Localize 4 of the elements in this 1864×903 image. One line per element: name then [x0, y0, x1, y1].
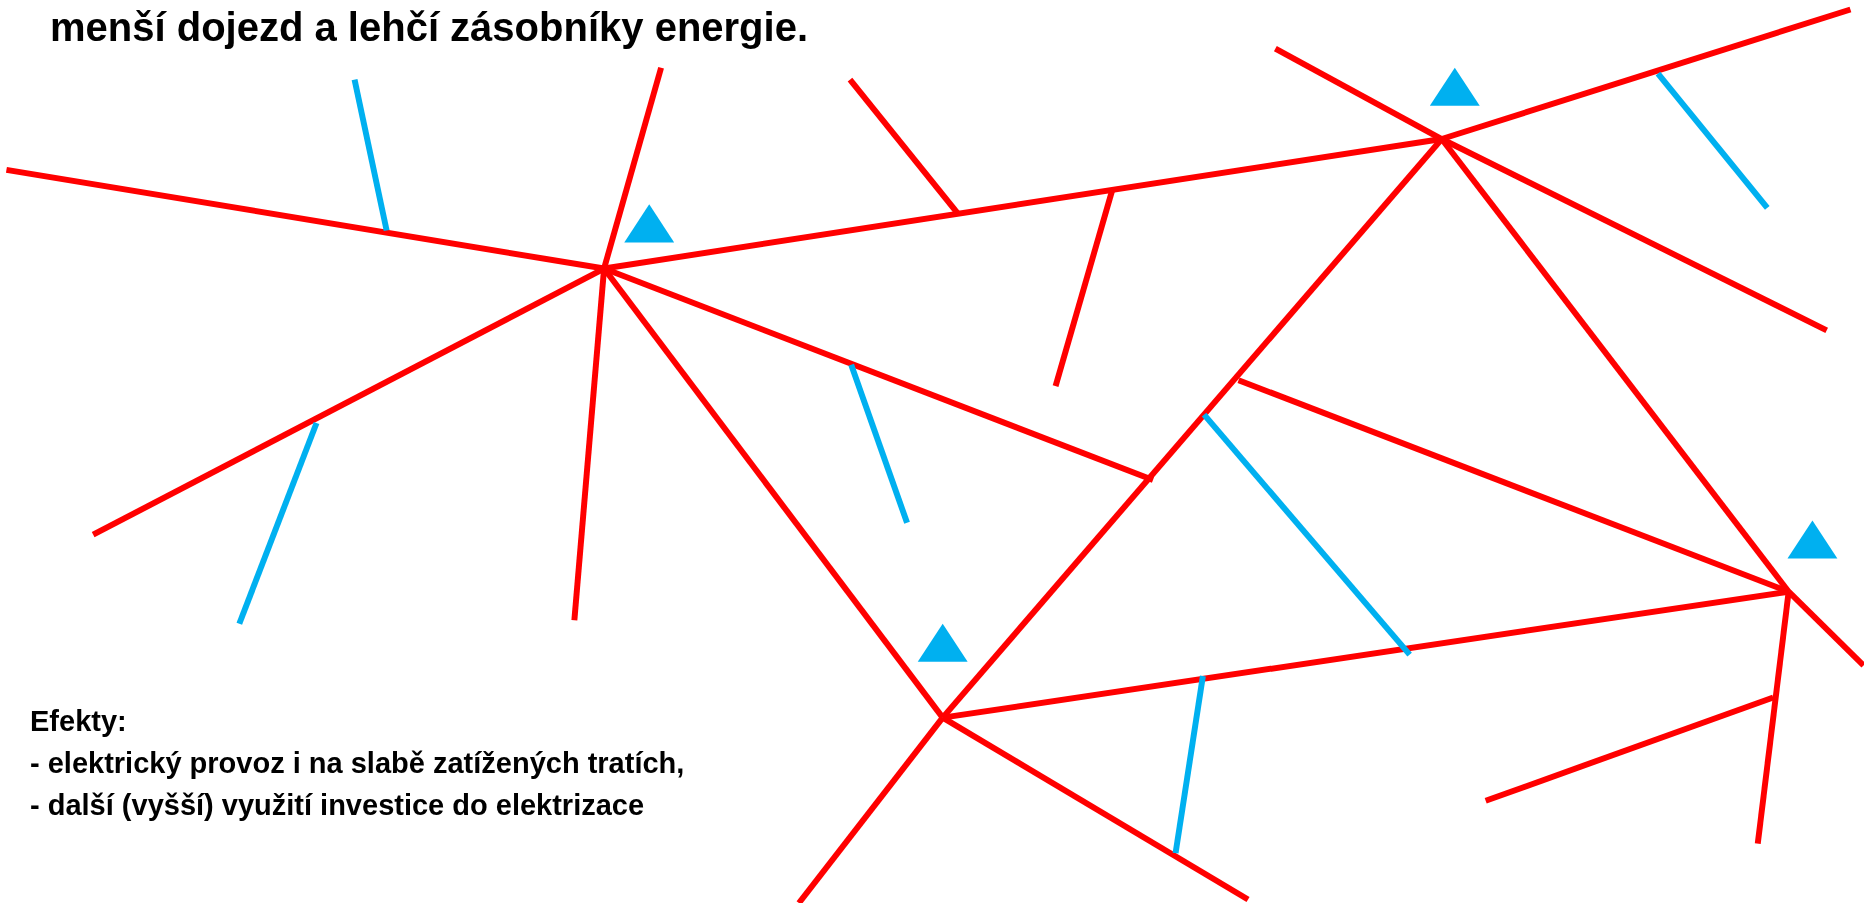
effects-text-line: - další (vyšší) využití investice do elektrizace: [30, 788, 646, 823]
effects-text-line: Efekty:: [30, 704, 128, 739]
slide-title: menší dojezd a lehčí zásobníky energie.: [50, 4, 809, 51]
effects-text-line: - elektrický provoz i na slabě zatížených tratích,: [30, 746, 685, 781]
